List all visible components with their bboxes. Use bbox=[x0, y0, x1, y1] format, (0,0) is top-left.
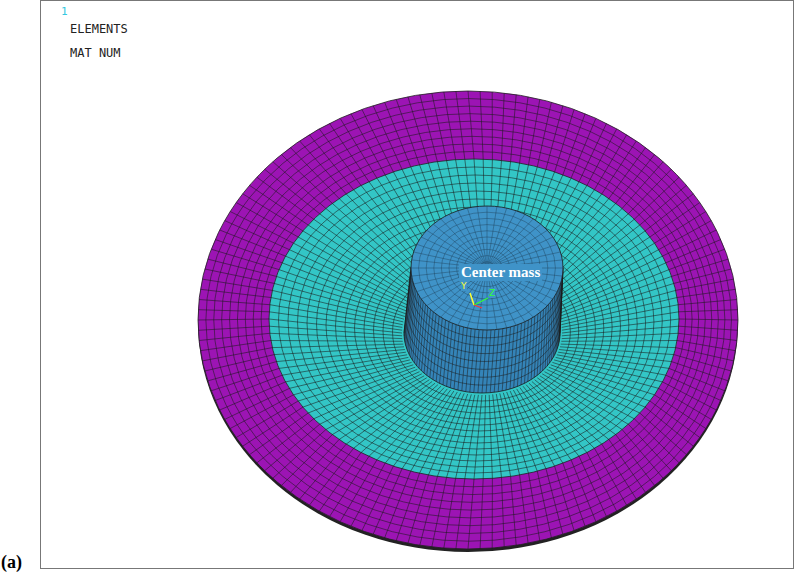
axis-label: Z bbox=[489, 288, 495, 298]
plot-subtitle: MAT NUM bbox=[70, 46, 121, 60]
subfigure-label: (a) bbox=[1, 552, 22, 573]
plot-title: ELEMENTS bbox=[70, 22, 128, 36]
outer-ring bbox=[198, 91, 738, 549]
axis-y bbox=[470, 293, 474, 305]
cylinder-top-mesh bbox=[411, 206, 563, 330]
outer-mesh bbox=[198, 91, 738, 549]
axis-x bbox=[474, 305, 482, 308]
cylinder-top bbox=[411, 206, 563, 330]
inner-ring bbox=[269, 159, 679, 479]
axis-z bbox=[474, 298, 488, 305]
inner-mesh bbox=[269, 159, 679, 479]
window-number: 1 bbox=[61, 5, 68, 18]
part-label: Center mass bbox=[459, 264, 542, 281]
axis-label: Y bbox=[461, 281, 467, 291]
